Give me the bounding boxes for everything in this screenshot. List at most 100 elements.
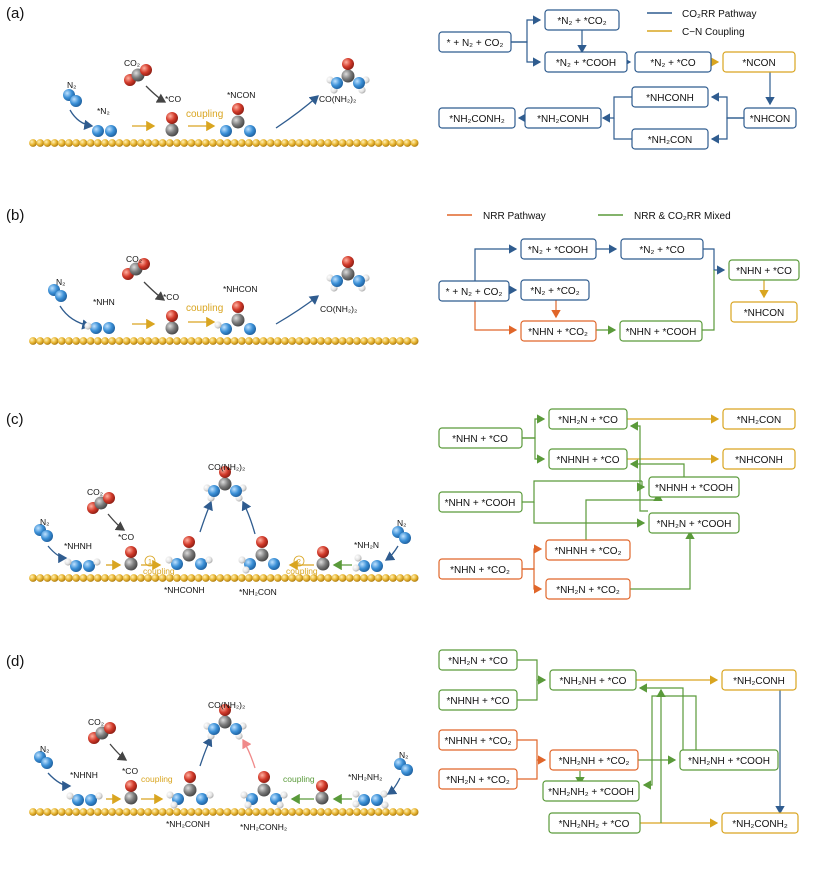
surface-atom xyxy=(151,808,160,816)
surface-atom xyxy=(151,337,160,345)
surface-atom xyxy=(245,808,253,816)
nitrogen-atom xyxy=(358,794,370,806)
surface-atom xyxy=(410,139,419,147)
surface-atom xyxy=(108,574,117,582)
surface-atom xyxy=(288,574,297,582)
oxygen-atom xyxy=(316,780,328,792)
node-box xyxy=(438,107,516,129)
surface-atom xyxy=(273,337,282,345)
label-coupling-2: coupling xyxy=(283,774,315,784)
legend-b: NRR Pathway NRR & CO₂RR Mixed xyxy=(447,211,731,222)
adsorption-arrow xyxy=(59,305,92,330)
flow-nodes-d: *NH₂N + *CO *NHNH + *CO *NHNH + *CO₂ *NH… xyxy=(438,649,799,834)
node-box xyxy=(721,669,797,691)
node-label: * + N₂ + CO₂ xyxy=(446,287,503,298)
surface-atom xyxy=(317,139,325,147)
surface-atom xyxy=(115,808,124,816)
edge-b xyxy=(474,300,518,335)
surface-atom xyxy=(367,337,376,345)
node-box xyxy=(722,448,796,470)
nitrogen-atom xyxy=(195,558,207,570)
flow-connectors-c xyxy=(522,414,720,594)
step-number-1: 1 xyxy=(148,559,152,566)
surface-atom xyxy=(410,574,419,582)
edge-d xyxy=(517,659,547,685)
desorption-arrow xyxy=(199,500,213,533)
surface-atom xyxy=(360,337,369,345)
oxygen-atom xyxy=(125,546,137,558)
surface-atom xyxy=(86,574,95,582)
node-box xyxy=(438,558,523,580)
surface-atom xyxy=(353,574,361,582)
nitrogen-atom xyxy=(371,560,383,572)
scene-d xyxy=(29,704,419,816)
node-label: *NH₂NH + *COOH xyxy=(688,756,770,767)
hydrogen-atom xyxy=(244,801,252,809)
surface-atom xyxy=(165,337,174,345)
label-n2-left: N₂ xyxy=(40,517,49,527)
surface-atom xyxy=(281,574,289,582)
label-prod-r: *NH₂CON xyxy=(239,587,277,597)
surface-atom xyxy=(324,337,333,345)
flow-nodes-a: * + N₂ + CO₂ *N₂ + *CO₂ *N₂ + *COOH *N₂ … xyxy=(438,9,797,150)
surface-atom xyxy=(324,139,333,147)
label-n2-right: N₂ xyxy=(399,750,408,760)
nitrogen-atom xyxy=(92,125,104,137)
hydrogen-atom xyxy=(380,790,388,798)
node-box xyxy=(548,408,628,430)
node-box xyxy=(743,107,797,129)
surface-atom xyxy=(302,139,311,147)
node-box xyxy=(730,301,798,323)
nitrogen-atom xyxy=(72,794,84,806)
surface-atom xyxy=(288,337,297,345)
surface-atom xyxy=(389,574,397,582)
surface-atom xyxy=(93,337,102,345)
surface-atom xyxy=(266,337,275,345)
edge-b xyxy=(702,270,715,331)
carbon-atom xyxy=(231,115,245,129)
node-box xyxy=(438,768,518,790)
oxygen-atom xyxy=(183,536,195,548)
hydrogen-atom xyxy=(214,321,222,329)
nitrogen-atom xyxy=(358,560,370,572)
surface-atom xyxy=(281,337,289,345)
node-label: *NHN + *CO₂ xyxy=(528,327,588,338)
carbon-atom xyxy=(255,548,269,562)
edge-c xyxy=(533,502,642,524)
adsorption-arrow xyxy=(143,281,166,301)
nitrogen-atom xyxy=(220,323,232,335)
surface-atom xyxy=(86,808,95,816)
node-label: *NHNH + *CO xyxy=(556,455,619,466)
oxygen-atom xyxy=(256,536,268,548)
node-label: *NHN + *CO xyxy=(452,434,508,445)
surface-atom xyxy=(273,139,282,147)
label-n2: N₂ xyxy=(56,277,65,287)
label-co2: CO₂ xyxy=(87,487,103,497)
hydrogen-atom xyxy=(276,801,284,809)
nitrogen-atom xyxy=(41,757,53,769)
oxygen-atom xyxy=(342,256,354,268)
node-box xyxy=(728,259,800,281)
oxygen-atom xyxy=(232,301,244,313)
node-box xyxy=(631,86,709,108)
oxygen-atom xyxy=(317,546,329,558)
node-box xyxy=(634,51,712,73)
node-box xyxy=(721,812,799,834)
surface-atom xyxy=(403,139,412,147)
surface-atom xyxy=(144,337,153,345)
surface-atom xyxy=(137,808,145,816)
surface-atom xyxy=(209,808,217,816)
surface-atom xyxy=(115,574,124,582)
node-label: *NH₂CONH xyxy=(537,114,589,125)
adsorption-arrow xyxy=(69,109,94,131)
surface-atom xyxy=(50,808,59,816)
surface-atom xyxy=(65,808,73,816)
surface-atom xyxy=(57,337,66,345)
hydrogen-atom xyxy=(242,566,250,574)
nitrogen-atom xyxy=(208,723,220,735)
surface-atom xyxy=(237,574,246,582)
surface-atom xyxy=(367,139,376,147)
oxygen-atom xyxy=(104,722,116,734)
node-label: *NHNH + *CO₂ xyxy=(445,736,512,747)
